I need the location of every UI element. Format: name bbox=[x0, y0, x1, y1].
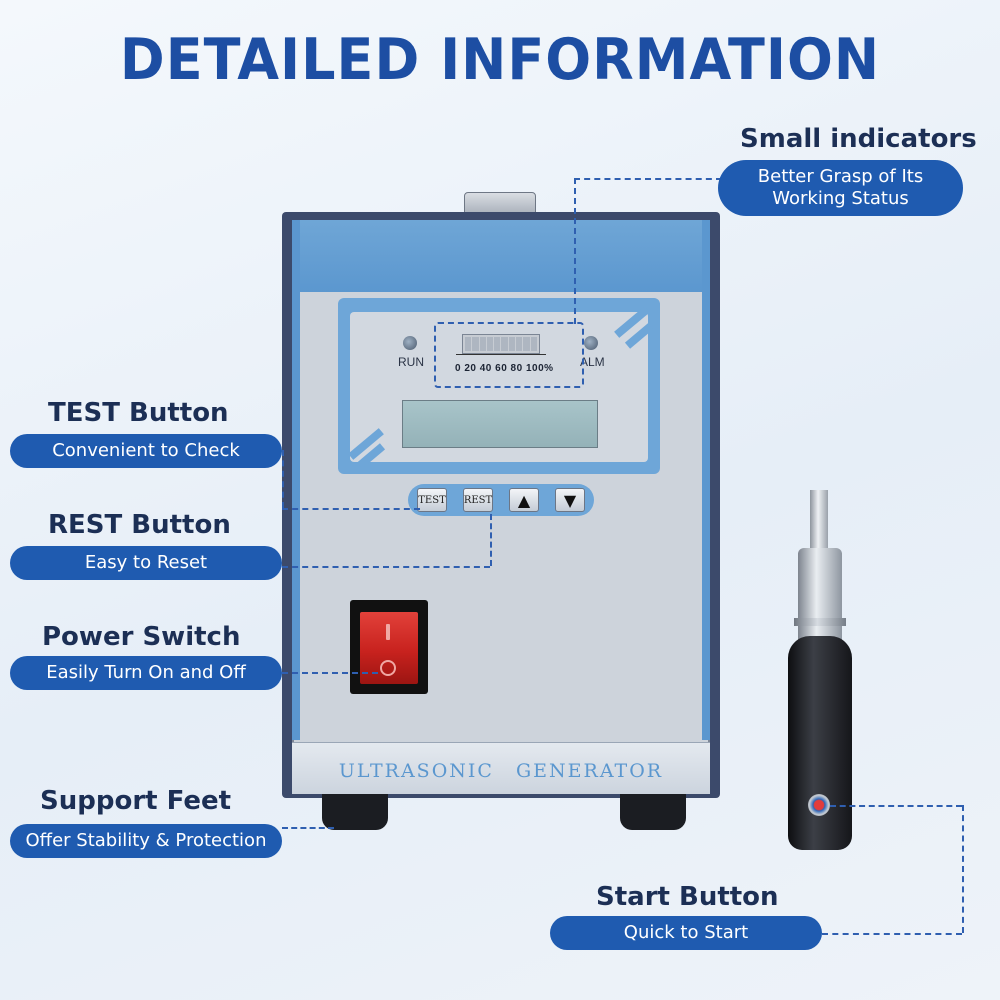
indicators-highlight-box bbox=[434, 322, 584, 388]
power-description: Easily Turn On and Off bbox=[10, 656, 282, 690]
up-arrow-button[interactable]: ▲ bbox=[509, 488, 539, 512]
alarm-indicator-led bbox=[584, 336, 598, 350]
test-title: TEST Button bbox=[48, 398, 229, 428]
connector-line bbox=[490, 514, 492, 566]
power-title: Power Switch bbox=[42, 622, 241, 652]
connector-line bbox=[282, 450, 284, 508]
start-title: Start Button bbox=[596, 882, 779, 912]
connector-line bbox=[574, 178, 576, 324]
handpiece-grip bbox=[788, 636, 852, 850]
rest-title: REST Button bbox=[48, 510, 231, 540]
power-on-mark-icon bbox=[386, 624, 390, 640]
indicators-title: Small indicators bbox=[740, 124, 977, 154]
meter-scale-labels: 0 20 40 60 80 100% bbox=[455, 363, 554, 374]
front-panel-right-band bbox=[702, 220, 710, 740]
feet-description: Offer Stability & Protection bbox=[10, 824, 282, 858]
page-title: DETAILED INFORMATION bbox=[119, 26, 881, 93]
connector-line bbox=[830, 805, 962, 807]
horn-body bbox=[798, 548, 842, 644]
connector-line bbox=[962, 805, 964, 933]
test-button[interactable]: TEST bbox=[417, 488, 447, 512]
run-indicator-led bbox=[403, 336, 417, 350]
down-arrow-button[interactable]: ▼ bbox=[555, 488, 585, 512]
support-foot-right bbox=[620, 794, 686, 830]
start-description: Quick to Start bbox=[550, 916, 822, 950]
horn-ring bbox=[794, 618, 846, 626]
connector-line bbox=[822, 933, 962, 935]
support-foot-left bbox=[322, 794, 388, 830]
front-panel-left-band bbox=[292, 220, 300, 740]
lcd-display bbox=[402, 400, 598, 448]
connector-line bbox=[282, 827, 334, 829]
connector-line bbox=[282, 508, 420, 510]
front-panel-bottom-band bbox=[292, 742, 710, 794]
connector-line bbox=[282, 672, 378, 674]
front-panel-top-band bbox=[292, 220, 710, 292]
meter-scale-ticks bbox=[456, 354, 546, 362]
connector-line bbox=[574, 178, 722, 180]
feet-title: Support Feet bbox=[40, 786, 232, 816]
test-description: Convenient to Check bbox=[10, 434, 282, 468]
generator-label: ULTRASONIC GENERATOR bbox=[338, 760, 664, 782]
horn-tip bbox=[810, 490, 828, 550]
run-indicator-label: RUN bbox=[398, 355, 424, 369]
start-button[interactable] bbox=[808, 794, 830, 816]
alarm-indicator-label: ALM bbox=[580, 355, 605, 369]
indicators-description: Better Grasp of Its Working Status bbox=[718, 160, 963, 216]
indicators-desc-line2: Working Status bbox=[772, 188, 909, 209]
power-level-meter bbox=[462, 334, 540, 354]
rest-description: Easy to Reset bbox=[10, 546, 282, 580]
connector-line bbox=[282, 566, 490, 568]
rest-button[interactable]: REST bbox=[463, 488, 493, 512]
power-off-mark-icon bbox=[380, 660, 396, 676]
indicators-desc-line1: Better Grasp of Its bbox=[757, 166, 924, 187]
